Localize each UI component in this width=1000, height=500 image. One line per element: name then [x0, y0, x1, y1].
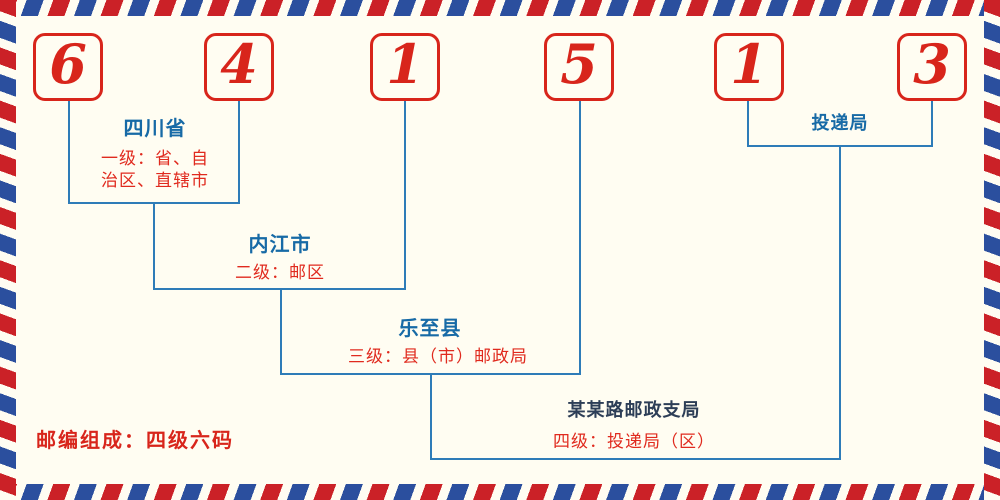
connector-vline-level4-left — [430, 375, 432, 460]
connector-hline-level4 — [430, 458, 841, 460]
digit-4: 5 — [560, 32, 598, 96]
digit-3: 1 — [386, 32, 424, 96]
digit-box-6: 3 — [897, 33, 967, 101]
level3-desc: 三级：县（市）邮政局 — [348, 347, 528, 367]
connector-hline-level3 — [280, 373, 581, 375]
connector-vline-level2-right — [404, 101, 406, 288]
airmail-stripe-left — [0, 0, 16, 500]
digit-box-2: 4 — [204, 33, 274, 101]
level1-desc-line1: 一级：省、自 — [101, 149, 209, 169]
connector-vline-level1-right — [238, 101, 240, 204]
level2-desc: 二级：邮区 — [235, 263, 325, 283]
connector-vline-level2-left — [153, 204, 155, 288]
digit-6: 3 — [913, 32, 951, 96]
level4-desc: 四级：投递局（区） — [553, 432, 715, 452]
connector-hline-level2 — [153, 288, 406, 290]
digit-1: 6 — [49, 32, 87, 96]
connector-vline-delivery-right — [931, 101, 933, 147]
airmail-stripe-top — [0, 0, 1000, 16]
digit-5: 1 — [730, 32, 768, 96]
airmail-stripe-bottom — [0, 484, 1000, 500]
digit-box-5: 1 — [714, 33, 784, 101]
level1-desc-line2: 治区、直辖市 — [101, 171, 209, 191]
connector-vline-level4-right — [839, 147, 841, 460]
level1-name: 四川省 — [123, 116, 187, 140]
digit-box-3: 1 — [370, 33, 440, 101]
digit-2: 4 — [220, 32, 258, 96]
connector-hline-level1 — [68, 202, 240, 204]
digit-box-1: 6 — [33, 33, 103, 101]
delivery-office-label: 投递局 — [811, 113, 869, 134]
connector-vline-level3-left — [280, 290, 282, 375]
connector-vline-delivery-left — [747, 101, 749, 147]
level2-name: 内江市 — [248, 232, 312, 256]
level4-name: 某某路邮政支局 — [567, 400, 701, 421]
connector-vline-level3-right — [579, 101, 581, 375]
composition-note: 邮编组成：四级六码 — [36, 428, 234, 452]
airmail-stripe-right — [984, 0, 1000, 500]
connector-vline-level1-left — [68, 101, 70, 204]
level3-name: 乐至县 — [398, 316, 462, 340]
digit-box-4: 5 — [544, 33, 614, 101]
connector-hline-delivery — [747, 145, 933, 147]
